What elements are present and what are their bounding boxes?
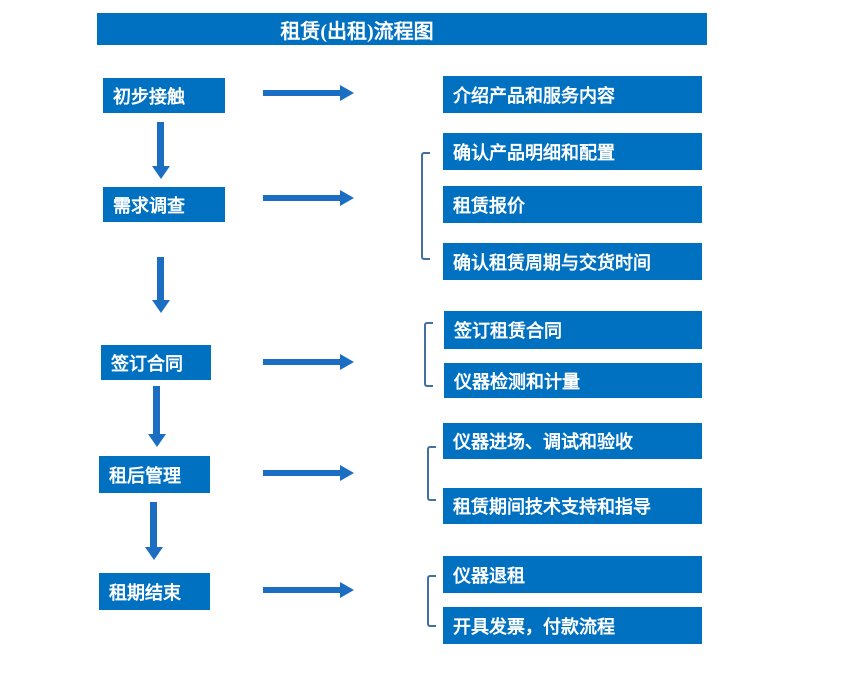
arrow-head xyxy=(152,300,170,313)
title-bar: 租赁(出租)流程图 xyxy=(97,13,707,45)
output-box-introduce-products: 介绍产品和服务内容 xyxy=(443,76,702,113)
arrow-down-icon xyxy=(152,257,170,313)
arrow-right-icon xyxy=(263,465,354,481)
arrow-head xyxy=(340,582,354,598)
output-box-instrument-return: 仪器退租 xyxy=(443,556,702,593)
step-box-initial-contact: 初步接触 xyxy=(103,78,225,113)
arrow-head xyxy=(148,434,166,447)
arrow-shaft xyxy=(157,122,164,167)
step-box-sign-contract: 签订合同 xyxy=(101,345,211,380)
page-title: 租赁(出租)流程图 xyxy=(280,20,434,43)
group-bracket-sign-contract xyxy=(424,322,433,387)
output-box-instrument-testing: 仪器检测和计量 xyxy=(444,363,702,398)
arrow-right-icon xyxy=(263,190,354,206)
arrow-shaft xyxy=(263,195,341,201)
arrow-right-icon xyxy=(263,582,354,598)
arrow-shaft xyxy=(263,90,341,96)
arrow-down-icon xyxy=(148,386,166,447)
arrow-shaft xyxy=(150,502,157,548)
arrow-down-icon xyxy=(145,502,163,560)
arrow-head xyxy=(340,354,354,370)
step-box-post-rent-management: 租后管理 xyxy=(99,456,210,493)
arrow-right-icon xyxy=(263,354,354,370)
arrow-down-icon xyxy=(152,122,170,179)
arrow-shaft xyxy=(263,587,341,593)
step-box-rent-end: 租期结束 xyxy=(99,573,210,610)
output-box-confirm-period: 确认租赁周期与交货时间 xyxy=(443,243,702,280)
arrow-shaft xyxy=(153,386,160,435)
arrow-shaft xyxy=(263,359,341,365)
group-bracket-rent-end xyxy=(427,575,436,627)
output-box-tech-support: 租赁期间技术支持和指导 xyxy=(443,488,702,524)
arrow-head xyxy=(340,190,354,206)
output-box-confirm-details: 确认产品明细和配置 xyxy=(443,133,702,170)
output-box-sign-rental-contract: 签订租赁合同 xyxy=(444,311,702,349)
arrow-head xyxy=(340,465,354,481)
arrow-shaft xyxy=(263,470,341,476)
arrow-head xyxy=(340,85,354,101)
output-box-invoice-payment: 开具发票，付款流程 xyxy=(443,607,702,644)
group-bracket-post-rent xyxy=(427,446,436,501)
arrow-right-icon xyxy=(263,85,354,101)
output-box-rental-quote: 租赁报价 xyxy=(443,186,702,223)
arrow-shaft xyxy=(157,257,164,301)
step-box-demand-survey: 需求调查 xyxy=(103,187,225,222)
arrow-head xyxy=(152,166,170,179)
output-box-instrument-entry: 仪器进场、调试和验收 xyxy=(443,423,702,459)
group-bracket-demand-survey xyxy=(421,152,430,260)
arrow-head xyxy=(145,547,163,560)
